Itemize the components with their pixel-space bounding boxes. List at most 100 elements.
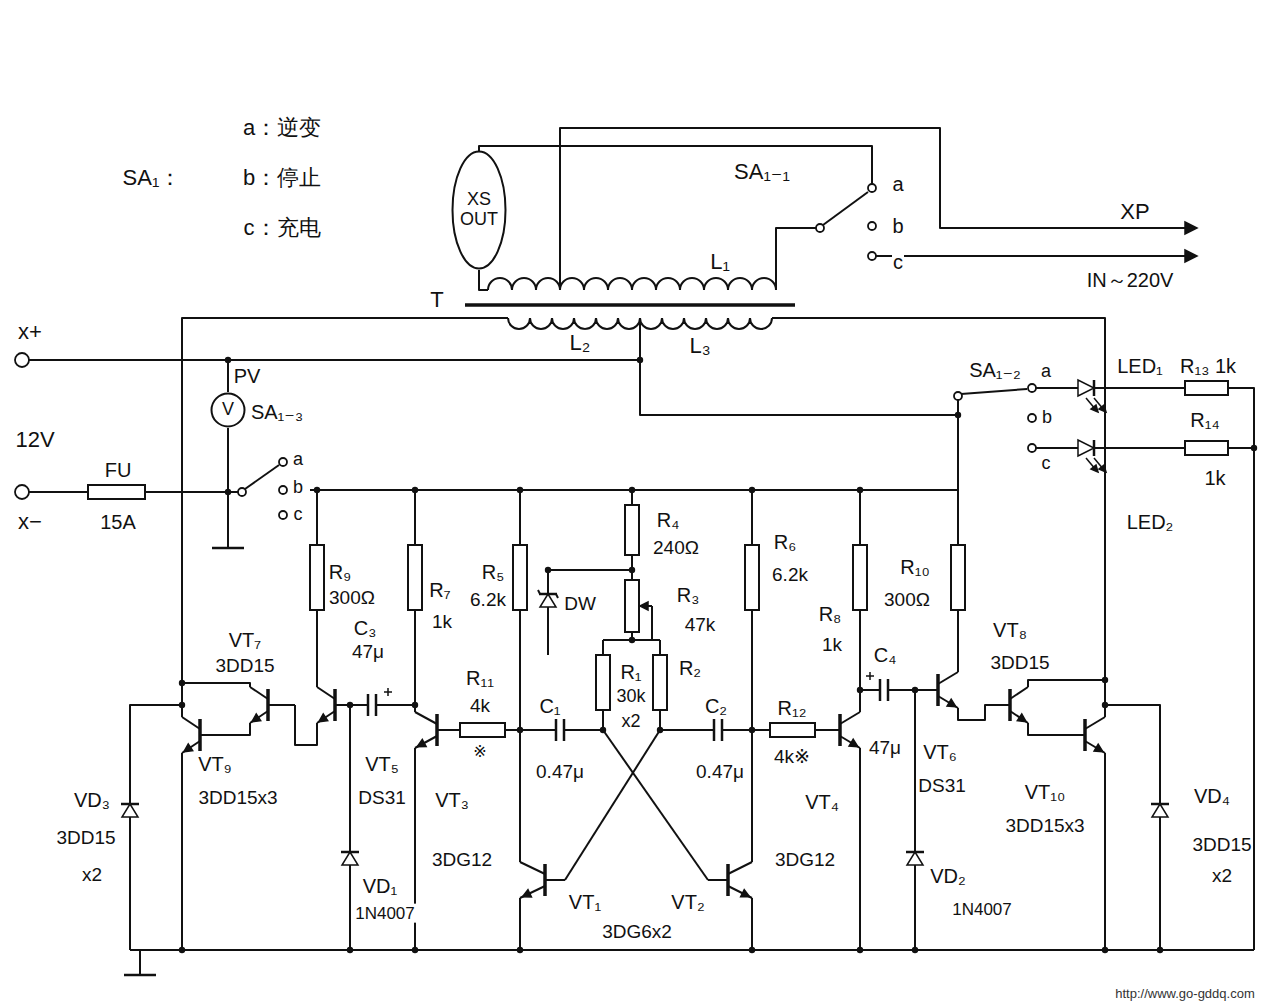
component-label: 0.47μ [535, 761, 585, 782]
component-label: 1N4007 [951, 900, 1013, 919]
label-anchor: a：逆变 [242, 116, 322, 140]
symbol [1091, 405, 1098, 412]
wire [182, 683, 250, 687]
label-anchor: 6.2k [469, 590, 507, 611]
label-anchor: 3DD15 [55, 828, 116, 849]
wire [708, 879, 728, 881]
component-label: 3DG12 [431, 849, 493, 870]
wire [751, 898, 753, 950]
component-label: R₅ [481, 561, 506, 583]
node-text: XS OUT [451, 190, 507, 230]
node-text-holder: V [222, 400, 234, 420]
junction-dot [517, 947, 523, 953]
label-anchor: R₄ [656, 509, 681, 531]
label-anchor: R₁₁ [465, 667, 495, 689]
junction-dot [912, 947, 918, 953]
wire [121, 803, 139, 806]
wire [565, 730, 660, 880]
terminal [15, 353, 29, 367]
component-label: b [891, 215, 904, 237]
component-label: x2 [620, 711, 641, 731]
wire [538, 590, 540, 594]
component-label: x+ [17, 319, 43, 344]
junction-dot [1251, 445, 1257, 451]
schematic [15, 128, 1257, 975]
label-anchor: R₂ [678, 657, 702, 679]
component-label: R₁₀ [899, 556, 931, 578]
wire [212, 547, 244, 550]
component-label: R₉ [328, 561, 352, 583]
label-anchor: 30k [615, 687, 646, 707]
wire [250, 687, 268, 699]
node-text-holder: XS OUT [451, 190, 507, 230]
component-label: 1k [431, 611, 453, 632]
wire [341, 851, 359, 854]
wire [640, 318, 958, 415]
resistor-symbol [625, 505, 639, 555]
wire [376, 704, 415, 706]
node-shape [212, 394, 245, 427]
wire [556, 594, 558, 598]
wire [182, 741, 200, 753]
symbol [947, 699, 956, 707]
label-anchor: DS31 [917, 776, 967, 797]
symbol [1078, 440, 1094, 456]
label-anchor: C₄ [873, 644, 898, 666]
fuse-symbol [88, 485, 145, 499]
component-label: 3DD15 [989, 652, 1050, 673]
wire [603, 730, 708, 880]
junction-dot [314, 487, 320, 493]
junction-dot [749, 487, 755, 493]
wire [1085, 717, 1105, 729]
wire [1104, 753, 1106, 950]
wire [218, 723, 250, 735]
wire [317, 687, 335, 699]
component-label: DW [563, 593, 597, 614]
wire [479, 146, 872, 184]
component-label: VT₁ [568, 891, 602, 913]
wire [1085, 741, 1105, 753]
label-anchor: R₉ [328, 561, 352, 583]
component-label: VT₅ [364, 753, 400, 775]
symbol [1185, 222, 1197, 234]
label-anchor: VT₈ [992, 619, 1028, 641]
label-anchor: LED₂ [1126, 511, 1175, 533]
resistor-symbol [1185, 381, 1228, 395]
wire [295, 705, 317, 745]
wire [268, 704, 295, 706]
component-label: 3DD15 [55, 827, 116, 848]
label-anchor: 1N4007 [354, 905, 416, 924]
component-label: a：逆变 [242, 115, 322, 140]
resistor-symbol [745, 545, 759, 610]
junction-dot [629, 487, 635, 493]
wire [437, 729, 460, 731]
label-anchor: VD₃ [73, 789, 111, 811]
component-label: L₃ [688, 333, 711, 358]
symbol [741, 890, 750, 897]
component-label: PV [233, 365, 262, 387]
terminal [954, 392, 962, 400]
resistor-symbol [596, 655, 610, 710]
output-socket: XS OUT [451, 150, 507, 270]
label-anchor: c [892, 251, 904, 273]
resistor-symbol [1185, 441, 1228, 455]
component-label: 4k [469, 695, 491, 716]
component-label: a [1040, 361, 1052, 381]
component-label: 47k [684, 614, 717, 635]
junction-dot [545, 567, 551, 573]
label-anchor: IN～220V [1086, 269, 1175, 291]
node-text: V [222, 400, 234, 420]
label-anchor: 15A [99, 511, 137, 533]
label-anchor: FU [104, 459, 133, 481]
resistor-symbol [951, 545, 965, 610]
component-label: VT₂ [670, 891, 705, 913]
terminal [868, 252, 876, 260]
wire [245, 465, 279, 489]
label-anchor: R₆ [773, 531, 798, 553]
label-anchor: R₃ [676, 584, 701, 606]
wire [914, 690, 916, 950]
component-label: R₁₂ [777, 697, 808, 719]
component-label: 1k [1203, 467, 1226, 489]
component-label: VT₈ [992, 619, 1028, 641]
resistor-symbol [408, 545, 422, 610]
